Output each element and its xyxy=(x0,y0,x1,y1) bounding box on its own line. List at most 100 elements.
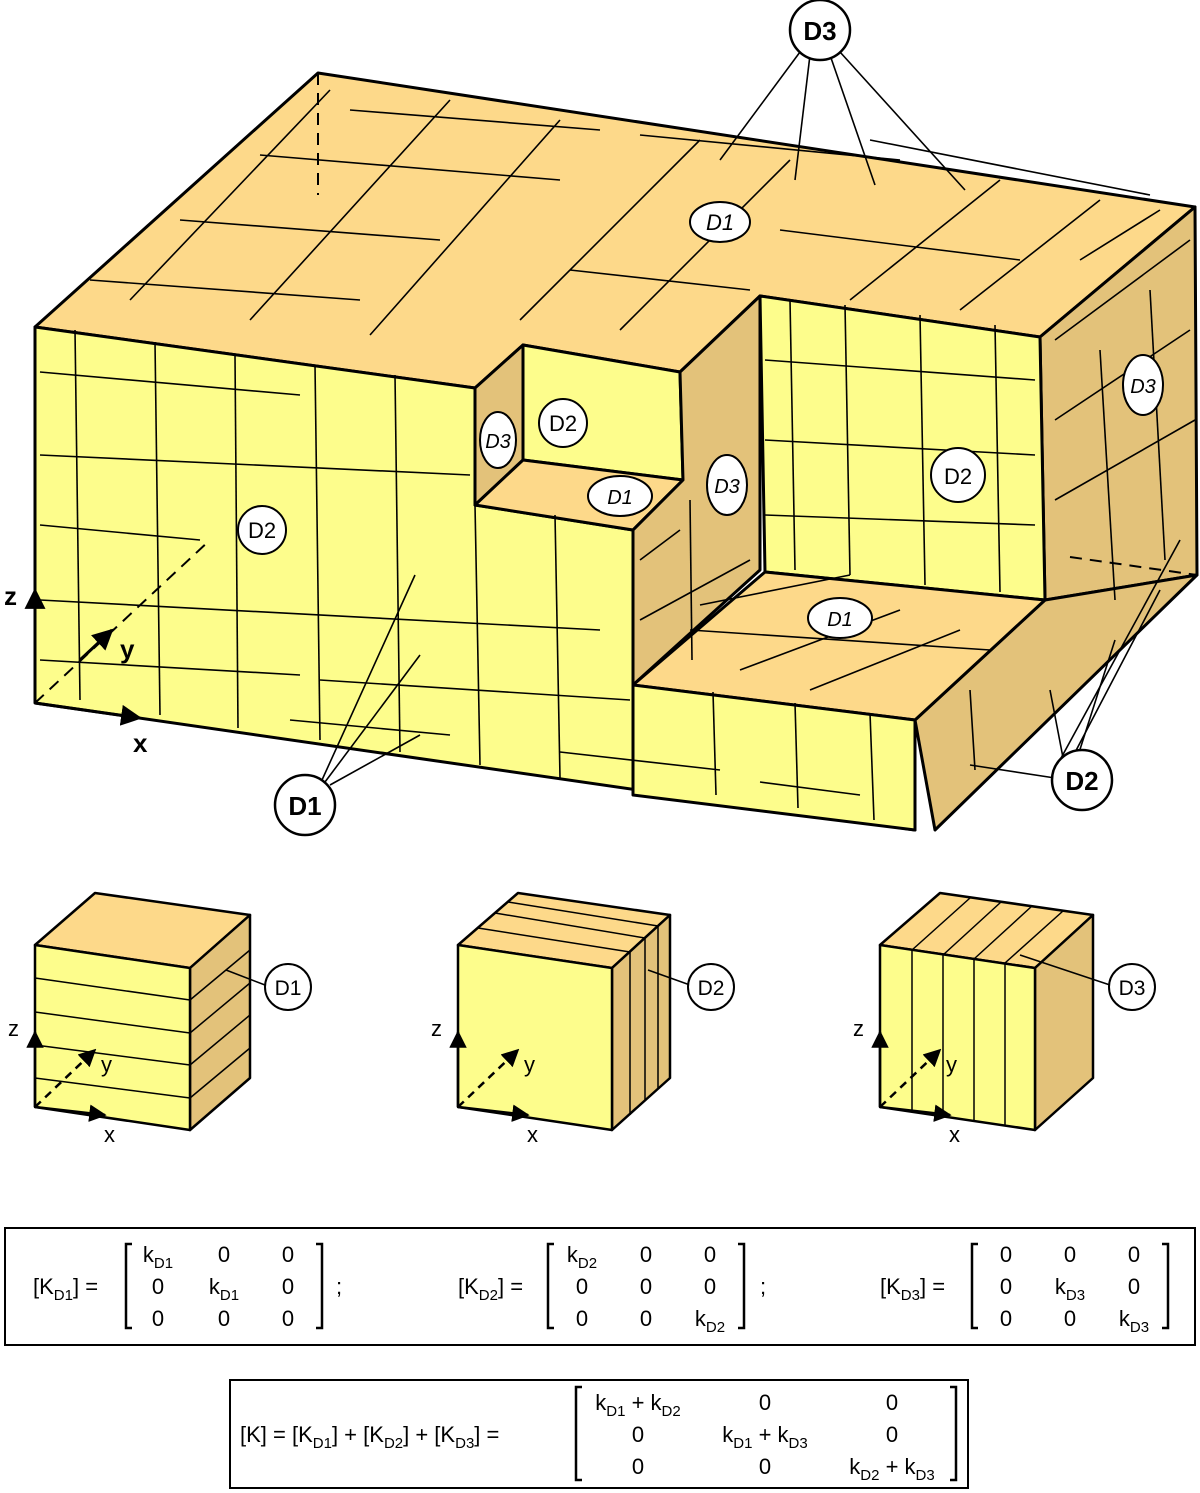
face-label-lower-d1: D1 xyxy=(807,597,873,639)
svg-text:0: 0 xyxy=(1128,1274,1140,1299)
cube-d2 xyxy=(456,891,691,1132)
svg-text:0: 0 xyxy=(576,1274,588,1299)
callout-top: D3 xyxy=(788,0,852,62)
matrix-brackets xyxy=(124,1242,1170,1482)
svg-text:kD3: kD3 xyxy=(1119,1306,1149,1336)
svg-text:0: 0 xyxy=(1000,1306,1012,1331)
svg-text:D2: D2 xyxy=(1065,766,1098,796)
svg-text:D1: D1 xyxy=(827,609,853,631)
svg-text:[KD2] =: [KD2] = xyxy=(458,1274,523,1304)
svg-text:0: 0 xyxy=(759,1454,771,1479)
svg-text:kD2: kD2 xyxy=(567,1242,597,1272)
axis-y-label: y xyxy=(120,634,135,664)
leader-lines xyxy=(321,51,1181,786)
svg-text:0: 0 xyxy=(886,1422,898,1447)
svg-text:0: 0 xyxy=(1064,1306,1076,1331)
cube-d1 xyxy=(33,891,266,1132)
svg-text:0: 0 xyxy=(152,1306,164,1331)
cube-d2-axes xyxy=(449,1030,530,1122)
face-label-notch-d3: D3 xyxy=(479,411,517,469)
svg-text:0: 0 xyxy=(704,1274,716,1299)
svg-text:[K] = [KD1] + [KD2] + [KD3] =: [K] = [KD1] + [KD2] + [KD3] = xyxy=(240,1422,499,1452)
svg-text:0: 0 xyxy=(282,1274,294,1299)
callout-left: D1 xyxy=(273,773,337,837)
svg-text:D3: D3 xyxy=(485,431,511,453)
svg-text:0: 0 xyxy=(218,1306,230,1331)
cube-d3-y: y xyxy=(946,1052,957,1077)
svg-text:D2: D2 xyxy=(549,411,577,436)
face-label-right-d3: D3 xyxy=(1122,354,1164,416)
svg-text:0: 0 xyxy=(1064,1242,1076,1267)
face-label-step-d1: D1 xyxy=(587,475,653,517)
svg-text:0: 0 xyxy=(1000,1242,1012,1267)
svg-text:D1: D1 xyxy=(288,791,321,821)
svg-text:D2: D2 xyxy=(944,464,972,489)
svg-text:[KD3] =: [KD3] = xyxy=(880,1274,945,1304)
svg-text:kD1: kD1 xyxy=(209,1274,239,1304)
svg-text:kD1: kD1 xyxy=(143,1242,173,1272)
svg-text:D1: D1 xyxy=(706,210,734,235)
cube-d3-x: x xyxy=(949,1122,960,1147)
main-axes xyxy=(24,587,143,726)
svg-text:D3: D3 xyxy=(803,16,836,46)
svg-text:D1: D1 xyxy=(275,977,302,1000)
svg-text:kD1 + kD2: kD1 + kD2 xyxy=(595,1390,680,1420)
cube-d2-z: z xyxy=(431,1016,442,1041)
svg-text:0: 0 xyxy=(1128,1242,1140,1267)
svg-text:D1: D1 xyxy=(607,487,633,509)
svg-text:D2: D2 xyxy=(248,518,276,543)
svg-text:D3: D3 xyxy=(1119,977,1146,1000)
svg-text:0: 0 xyxy=(282,1242,294,1267)
svg-text:0: 0 xyxy=(632,1422,644,1447)
sum-box xyxy=(229,1379,969,1489)
cube-d2-y: y xyxy=(524,1052,535,1077)
cube-d1-x: x xyxy=(104,1122,115,1147)
sum-equation: [K] = [KD1] + [KD2] + [KD3] = xyxy=(240,1422,499,1452)
svg-text:0: 0 xyxy=(282,1306,294,1331)
cube-d3 xyxy=(878,891,1111,1132)
cube-d2-callout: D2 xyxy=(687,963,735,1011)
svg-text:0: 0 xyxy=(704,1242,716,1267)
matrix-box xyxy=(4,1227,1196,1346)
svg-text:0: 0 xyxy=(218,1242,230,1267)
main-block xyxy=(33,71,1199,832)
cube-d3-z: z xyxy=(853,1016,864,1041)
svg-text:D2: D2 xyxy=(698,977,725,1000)
axis-x-label: x xyxy=(133,728,148,758)
cube-d2-x: x xyxy=(527,1122,538,1147)
face-label-inner-d2: D2 xyxy=(930,447,986,503)
svg-text:0: 0 xyxy=(640,1274,652,1299)
svg-text:kD2 + kD3: kD2 + kD3 xyxy=(849,1454,934,1484)
cube-d1-axes xyxy=(26,1030,107,1122)
cube-d1-callout: D1 xyxy=(264,963,312,1011)
svg-text:0: 0 xyxy=(640,1242,652,1267)
face-label-top-d1: D1 xyxy=(689,201,751,243)
hidden-edges xyxy=(34,73,1198,704)
cube-d1-y: y xyxy=(101,1052,112,1077)
fracture-lines xyxy=(39,89,1196,821)
svg-text:D3: D3 xyxy=(1130,376,1156,398)
face-label-left-d2: D2 xyxy=(237,505,287,555)
axis-z-label: z xyxy=(4,581,17,611)
matrix-entries: kD1 0 0 0 kD1 0 0 0 0 kD2 0 0 0 0 0 0 0 kD2 0 0 0… xyxy=(143,1242,1149,1336)
face-label-step-d3: D3 xyxy=(706,454,748,516)
svg-text:kD1 + kD3: kD1 + kD3 xyxy=(722,1422,807,1452)
svg-text:kD3: kD3 xyxy=(1055,1274,1085,1304)
svg-text:0: 0 xyxy=(632,1454,644,1479)
svg-text:0: 0 xyxy=(576,1306,588,1331)
svg-text:0: 0 xyxy=(1000,1274,1012,1299)
cube-d1-z: z xyxy=(8,1016,19,1041)
svg-text:0: 0 xyxy=(759,1390,771,1415)
svg-text:0: 0 xyxy=(886,1390,898,1415)
svg-text:0: 0 xyxy=(640,1306,652,1331)
face-label-notch-d2: D2 xyxy=(538,398,588,448)
matrix-equations: [KD1] = [KD2] = [KD3] = ; ; xyxy=(33,1274,945,1304)
svg-text:kD2: kD2 xyxy=(695,1306,725,1336)
svg-text:D3: D3 xyxy=(714,476,740,498)
svg-text:0: 0 xyxy=(152,1274,164,1299)
svg-text:[KD1] =: [KD1] = xyxy=(33,1274,98,1304)
callout-right: D2 xyxy=(1050,748,1114,812)
svg-text:;: ; xyxy=(336,1274,342,1299)
svg-text:;: ; xyxy=(760,1274,766,1299)
